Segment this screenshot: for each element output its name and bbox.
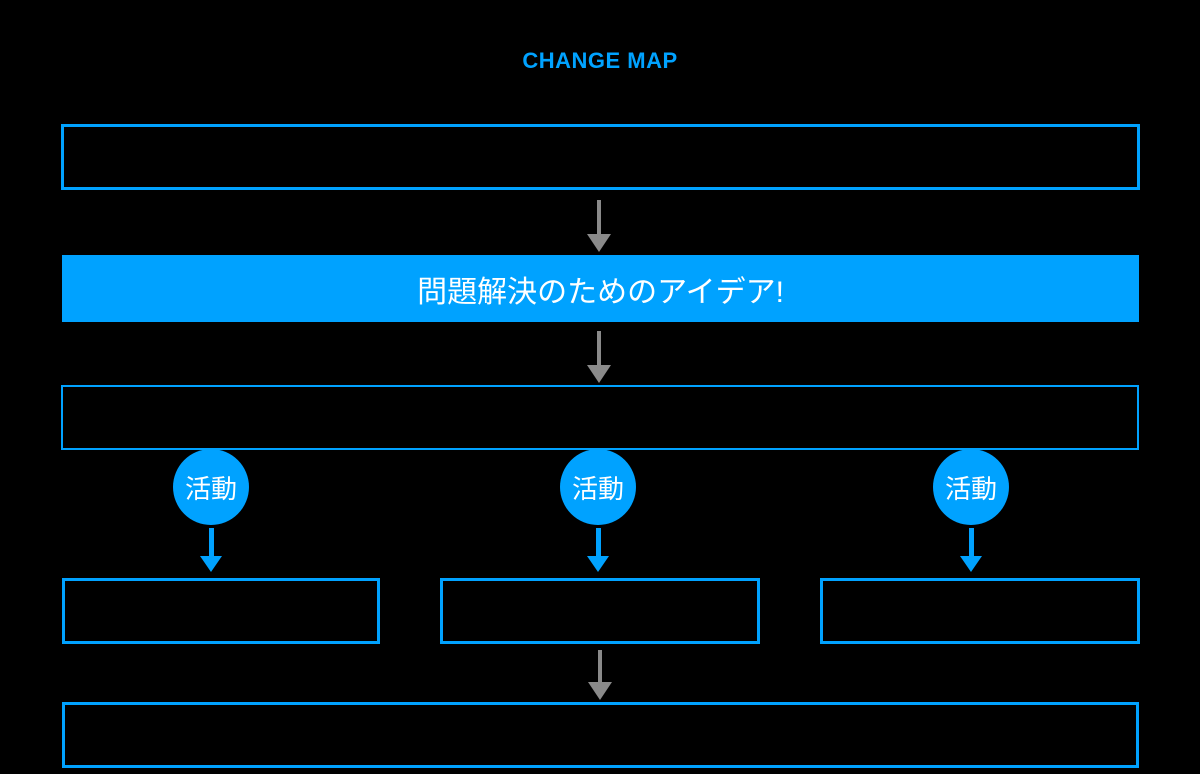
arrow-shaft [597, 331, 601, 365]
arrow-head [200, 556, 222, 572]
activity-circle: 活動 [933, 449, 1009, 525]
arrow-shaft [208, 528, 214, 556]
arrow-head [587, 365, 611, 383]
down-arrow-icon [588, 650, 612, 700]
down-arrow-icon [200, 528, 222, 572]
arrow-shaft [597, 200, 601, 234]
middle-box [61, 385, 1139, 450]
arrow-shaft [595, 528, 601, 556]
down-arrow-icon [587, 528, 609, 572]
diagram-title: CHANGE MAP [522, 48, 678, 73]
result-box-center [440, 578, 760, 644]
result-box-left [62, 578, 380, 644]
arrow-shaft [598, 650, 602, 682]
down-arrow-icon [587, 331, 611, 383]
arrow-head [588, 682, 612, 700]
result-box-right [820, 578, 1140, 644]
activity-circle: 活動 [560, 449, 636, 525]
arrow-head [960, 556, 982, 572]
top-box [61, 124, 1140, 190]
arrow-shaft [968, 528, 974, 556]
arrow-head [587, 556, 609, 572]
activity-circle: 活動 [173, 449, 249, 525]
down-arrow-icon [960, 528, 982, 572]
bottom-box [62, 702, 1139, 768]
idea-box: 問題解決のためのアイデア! [62, 255, 1139, 322]
down-arrow-icon [587, 200, 611, 252]
arrow-head [587, 234, 611, 252]
